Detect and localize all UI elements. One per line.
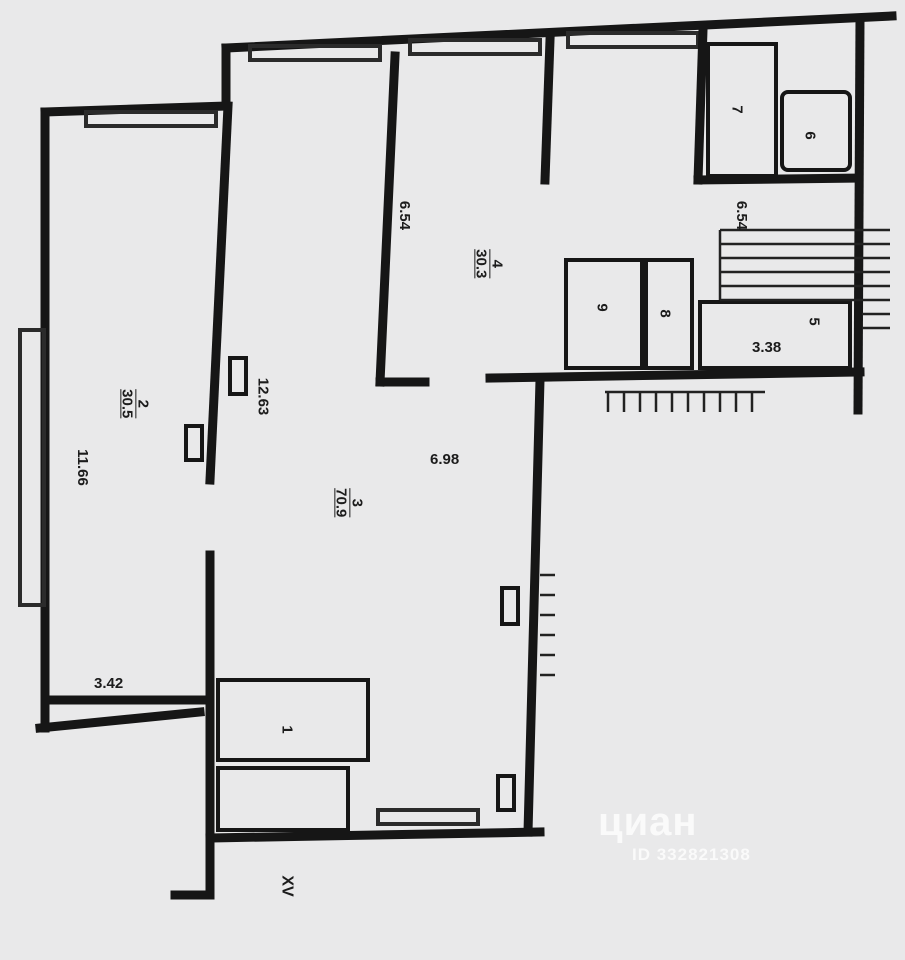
dim-room2-width: 11.66 xyxy=(73,449,91,486)
column-1 xyxy=(228,356,248,396)
room1-outline xyxy=(216,678,370,762)
room7-outline xyxy=(706,42,778,178)
outer-steps xyxy=(540,573,555,677)
room-5-number: 5 xyxy=(805,317,823,326)
window-left xyxy=(18,328,46,607)
window-bottom xyxy=(376,808,480,826)
room-2-area: 30.5 xyxy=(118,389,136,419)
room-4-area: 30.3 xyxy=(472,249,490,279)
wall-2-3-upper xyxy=(205,101,233,485)
room8-outline xyxy=(644,258,694,370)
window-top-4 xyxy=(566,31,700,49)
column-4 xyxy=(496,774,516,812)
wall-top xyxy=(221,11,897,53)
room-6-number: 6 xyxy=(801,131,819,140)
room-2-number: 2 xyxy=(134,399,152,408)
room-2-label: 2 30.5 xyxy=(118,389,152,419)
column-3 xyxy=(500,586,520,626)
grating xyxy=(605,390,765,412)
dim-room5-depth: 3.38 xyxy=(752,339,782,356)
dim-room4-width: 6.54 xyxy=(396,200,414,231)
column-2 xyxy=(184,424,204,462)
wall-right-room3 xyxy=(523,375,545,837)
room6-outline xyxy=(780,90,852,172)
dim-room7-width: 6.54 xyxy=(733,200,751,231)
room-7-number: 7 xyxy=(728,105,746,114)
wall-room7-left xyxy=(693,25,708,185)
wall-bottom-outer xyxy=(35,707,205,733)
room-3-number: 3 xyxy=(348,498,366,507)
wall-top-left xyxy=(40,101,231,117)
watermark-brand: циан xyxy=(598,800,698,844)
room-3-label: 3 70.9 xyxy=(332,488,366,518)
window-top-1 xyxy=(84,110,218,128)
room5-outline xyxy=(698,300,852,370)
watermark-id: ID 332821308 xyxy=(632,845,751,864)
room-4-label: 4 30.3 xyxy=(472,249,506,279)
window-top-2 xyxy=(248,44,382,62)
room-4-number: 4 xyxy=(488,259,506,268)
wall-bottom-main xyxy=(205,827,545,843)
room9-outline xyxy=(564,258,644,370)
axis-label: XV xyxy=(278,875,296,897)
wall-right-upper xyxy=(853,15,865,415)
window-top-3 xyxy=(408,38,542,56)
dim-room2-depth: 3.42 xyxy=(94,675,124,692)
wall-room7-bottom xyxy=(693,173,863,185)
room-9-number: 9 xyxy=(593,303,611,312)
stairs xyxy=(718,228,890,330)
room-8-number: 8 xyxy=(656,309,674,318)
partition-room4 xyxy=(540,35,555,185)
dim-room3-depth: 6.98 xyxy=(430,451,460,468)
room-1-number: 1 xyxy=(278,725,296,734)
wall-room3-top-right xyxy=(485,367,865,383)
wall-3-4 xyxy=(375,51,400,387)
dim-room3-width: 12.63 xyxy=(254,377,272,416)
room-3-area: 70.9 xyxy=(332,488,350,518)
room1-lower-outline xyxy=(216,766,350,832)
